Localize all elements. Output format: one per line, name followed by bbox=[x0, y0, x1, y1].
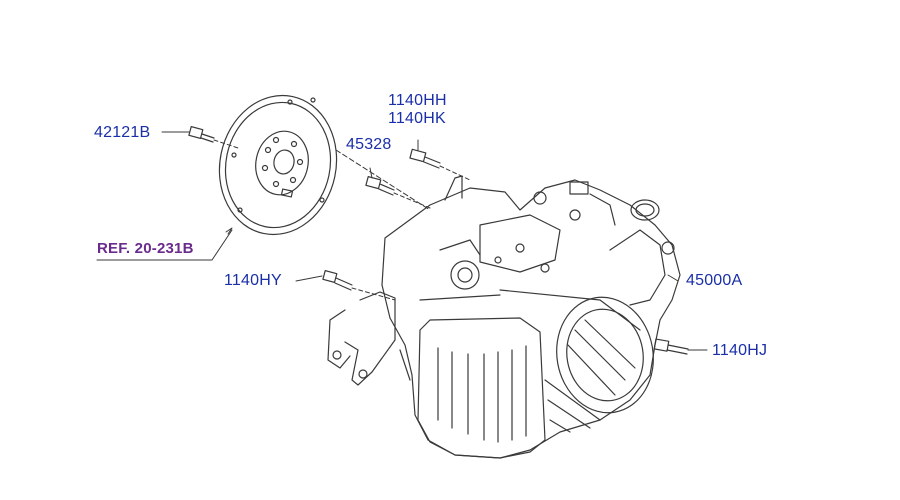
drive-plate bbox=[218, 94, 338, 236]
bolt-1140hh bbox=[409, 148, 441, 169]
bolt-42121b bbox=[188, 125, 215, 143]
label-45328: 45328 bbox=[346, 136, 392, 153]
bolt-45328 bbox=[365, 175, 395, 196]
label-1140hj: 1140HJ bbox=[712, 342, 768, 359]
bolt-1140hy bbox=[322, 269, 353, 291]
leader-lines bbox=[96, 131, 708, 351]
label-45000a: 45000A bbox=[686, 272, 743, 289]
label-1140hk: 1140HK bbox=[388, 110, 446, 127]
label-42121b: 42121B bbox=[94, 124, 151, 141]
bolt-1140hj bbox=[653, 338, 689, 355]
label-ref-20-231b: REF. 20-231B bbox=[97, 240, 194, 257]
label-1140hh: 1140HH bbox=[388, 92, 447, 109]
transmission-assembly bbox=[327, 175, 681, 459]
label-1140hy: 1140HY bbox=[224, 272, 282, 289]
